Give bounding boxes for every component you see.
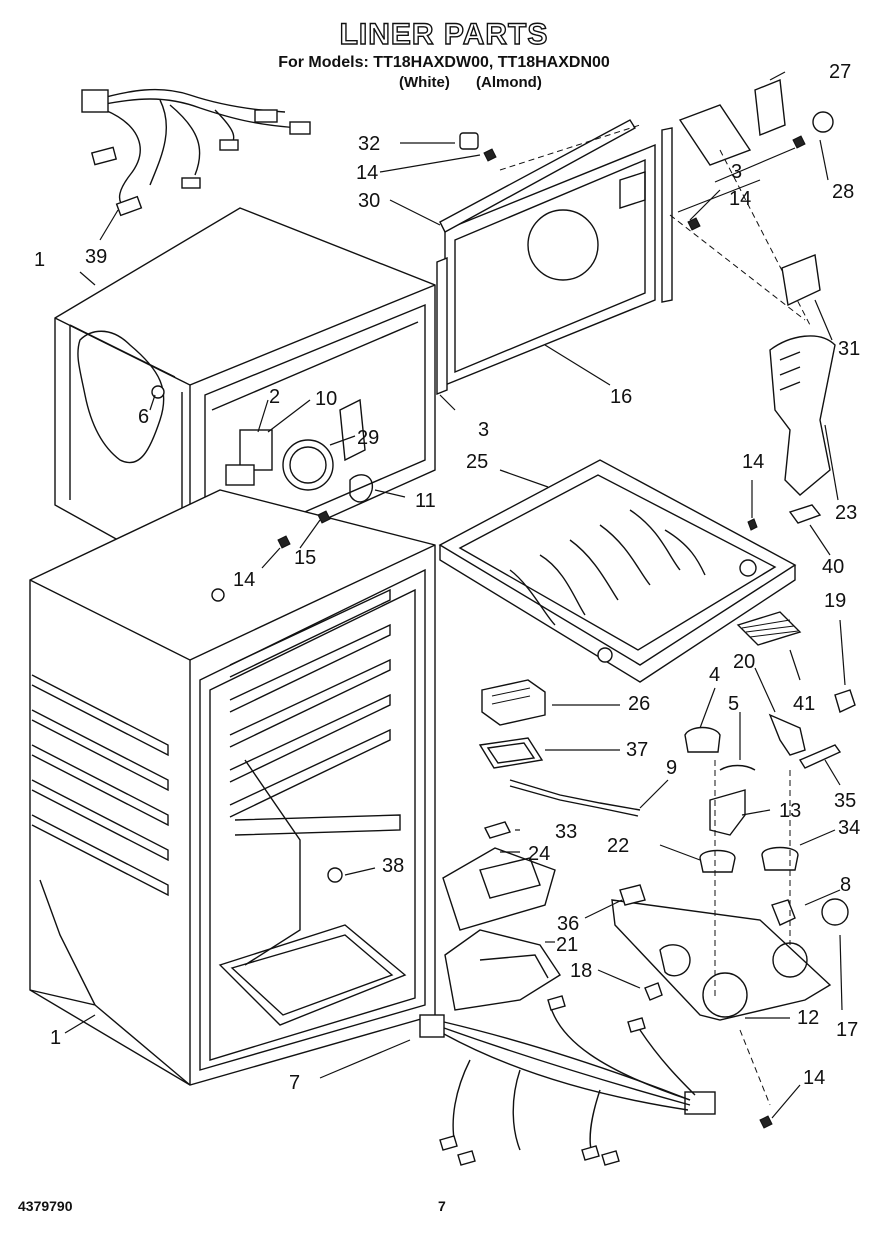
callout-14: 14 — [729, 188, 752, 210]
callout-27: 27 — [829, 61, 852, 83]
callout-40: 40 — [822, 556, 845, 578]
callout-39: 39 — [85, 246, 108, 268]
wire-harness-bottom — [319, 995, 716, 1166]
callout-29: 29 — [357, 427, 380, 449]
callout-38: 38 — [382, 855, 405, 877]
variant-almond: (Almond) — [476, 74, 542, 91]
callout-3: 3 — [478, 419, 490, 441]
light-housing-assembly — [584, 687, 849, 1129]
callout-4: 4 — [709, 664, 721, 686]
callout-33: 33 — [555, 821, 578, 843]
freezer-liner — [54, 207, 436, 581]
callout-3: 3 — [731, 161, 743, 183]
callout-25: 25 — [466, 451, 489, 473]
callout-15: 15 — [294, 547, 317, 569]
callout-28: 28 — [832, 181, 855, 203]
callout-23: 23 — [835, 502, 858, 524]
freezer-leads — [149, 394, 406, 876]
callout-11: 11 — [415, 490, 436, 512]
callout-30: 30 — [358, 190, 381, 212]
page-title: LINER PARTS — [339, 17, 549, 51]
callout-37: 37 — [626, 739, 649, 761]
callout-20: 20 — [733, 651, 756, 673]
color-variants: (White) (Almond) — [399, 74, 564, 91]
callout-6: 6 — [138, 406, 150, 428]
callout-26: 26 — [628, 693, 651, 715]
variant-white: (White) — [399, 74, 450, 91]
callout-35: 35 — [834, 790, 857, 812]
right-small-parts — [736, 611, 856, 786]
callout-16: 16 — [610, 386, 633, 408]
callout-22: 22 — [607, 835, 630, 857]
callout-7: 7 — [289, 1072, 301, 1094]
callout-14: 14 — [356, 162, 379, 184]
page-number: 7 — [438, 1198, 446, 1214]
callout-32: 32 — [358, 133, 381, 155]
callout-14: 14 — [233, 569, 256, 591]
callout-12: 12 — [797, 1007, 820, 1029]
callout-31: 31 — [838, 338, 861, 360]
evaporator-cover-assembly — [379, 71, 834, 411]
callout-14: 14 — [742, 451, 765, 473]
callout-9: 9 — [666, 757, 678, 779]
callout-21: 21 — [556, 934, 579, 956]
document-number: 4379790 — [18, 1198, 73, 1214]
callout-19: 19 — [824, 590, 847, 612]
callout-14: 14 — [803, 1067, 826, 1089]
callout-24: 24 — [528, 843, 551, 865]
callout-36: 36 — [557, 913, 580, 935]
callout-13: 13 — [779, 800, 802, 822]
callout-1: 1 — [34, 249, 46, 271]
air-duct-assembly — [769, 254, 839, 556]
callout-2: 2 — [269, 386, 281, 408]
callout-41: 41 — [793, 693, 816, 715]
wire-harness-top — [81, 88, 311, 241]
fresh-food-liner — [29, 489, 436, 1086]
callout-10: 10 — [315, 388, 338, 410]
callout-5: 5 — [728, 693, 740, 715]
callout-8: 8 — [840, 874, 852, 896]
callout-1: 1 — [50, 1027, 62, 1049]
crisper-cover — [438, 459, 797, 683]
callout-18: 18 — [570, 960, 593, 982]
callout-17: 17 — [836, 1019, 859, 1041]
callout-34: 34 — [838, 817, 861, 839]
control-parts — [442, 679, 669, 1011]
models-line: For Models: TT18HAXDW00, TT18HAXDN00 — [278, 54, 610, 71]
